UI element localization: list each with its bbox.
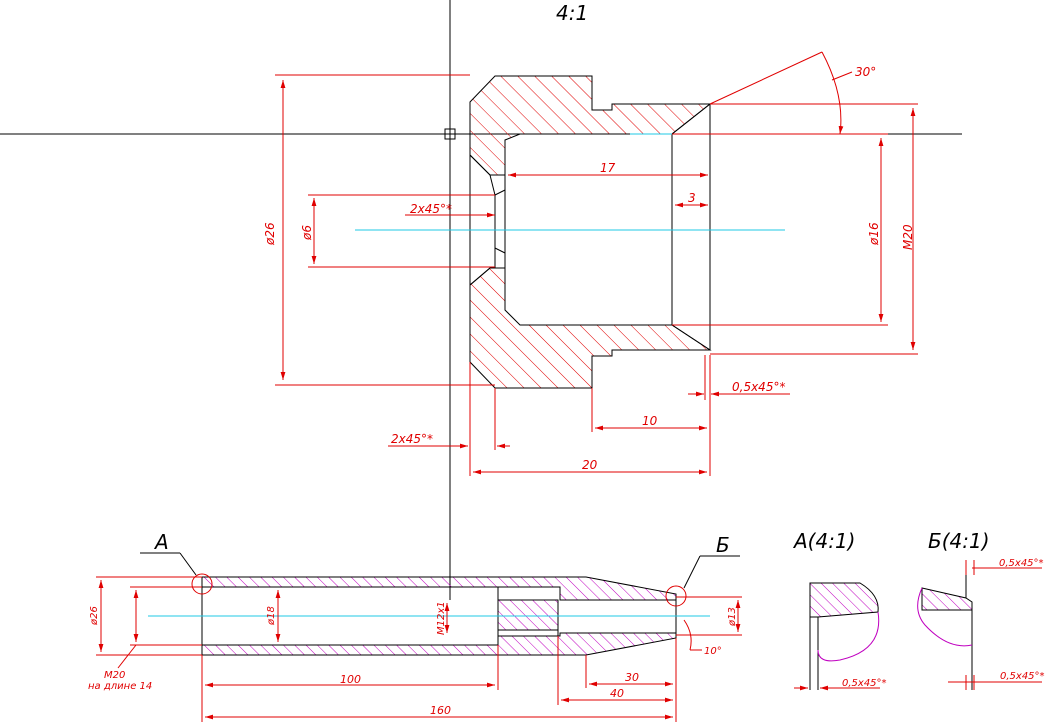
top-dimensions: ø26 ø6 2x45°* 17 3 ø16 M20 30° <box>263 51 918 476</box>
dim-17: 17 <box>600 161 616 175</box>
dim-bottom-40: 40 <box>610 687 624 700</box>
detail-marker-b: Б <box>716 533 730 557</box>
dim-chamfer-bottom: 2x45°* <box>391 432 433 446</box>
dim-bottom-13: ø13 <box>727 607 738 627</box>
detail-marker-a: А <box>153 530 169 554</box>
bottom-dimensions: ø26 M20 на длине 14 ø18 M12x1 ø13 10° 10… <box>88 576 742 722</box>
note-m20: M20 <box>104 670 125 681</box>
dim-thread-m20: M20 <box>901 224 915 250</box>
note-length: на длине 14 <box>88 681 152 692</box>
dim-bottom-26: ø26 <box>89 606 100 626</box>
detail-b-title: Б(4:1) <box>928 529 990 553</box>
scale-label: 4:1 <box>556 1 588 25</box>
dim-bottom-18: ø18 <box>266 606 277 626</box>
detail-b-chamfer-top: 0,5x45°* <box>999 558 1044 569</box>
top-section-view <box>469 75 712 389</box>
dim-diameter-16: ø16 <box>867 222 881 246</box>
detail-a: А(4:1) 0,5x45°* <box>792 529 887 691</box>
dim-bottom-100: 100 <box>340 673 361 686</box>
detail-a-title: А(4:1) <box>792 529 855 553</box>
dim-diameter-6: ø6 <box>300 225 314 241</box>
detail-b: Б(4:1) 0,5x45°* 0,5x45°* <box>917 529 1045 690</box>
dim-angle-30: 30° <box>855 65 876 79</box>
dim-10: 10 <box>642 414 658 428</box>
detail-a-chamfer: 0,5x45°* <box>842 678 887 689</box>
detail-b-chamfer-bottom: 0,5x45°* <box>1000 671 1045 682</box>
dim-diameter-26: ø26 <box>263 222 277 246</box>
dim-chamfer-small: 0,5x45°* <box>732 380 785 394</box>
dim-20: 20 <box>582 458 598 472</box>
dim-bottom-160: 160 <box>430 704 451 717</box>
dim-3: 3 <box>688 191 696 205</box>
dim-bottom-30: 30 <box>625 671 639 684</box>
dim-bottom-10deg: 10° <box>704 646 722 657</box>
bottom-labels: А Б <box>140 530 740 589</box>
dim-chamfer-top: 2x45°* <box>410 202 452 216</box>
dim-bottom-m12: M12x1 <box>436 601 447 635</box>
